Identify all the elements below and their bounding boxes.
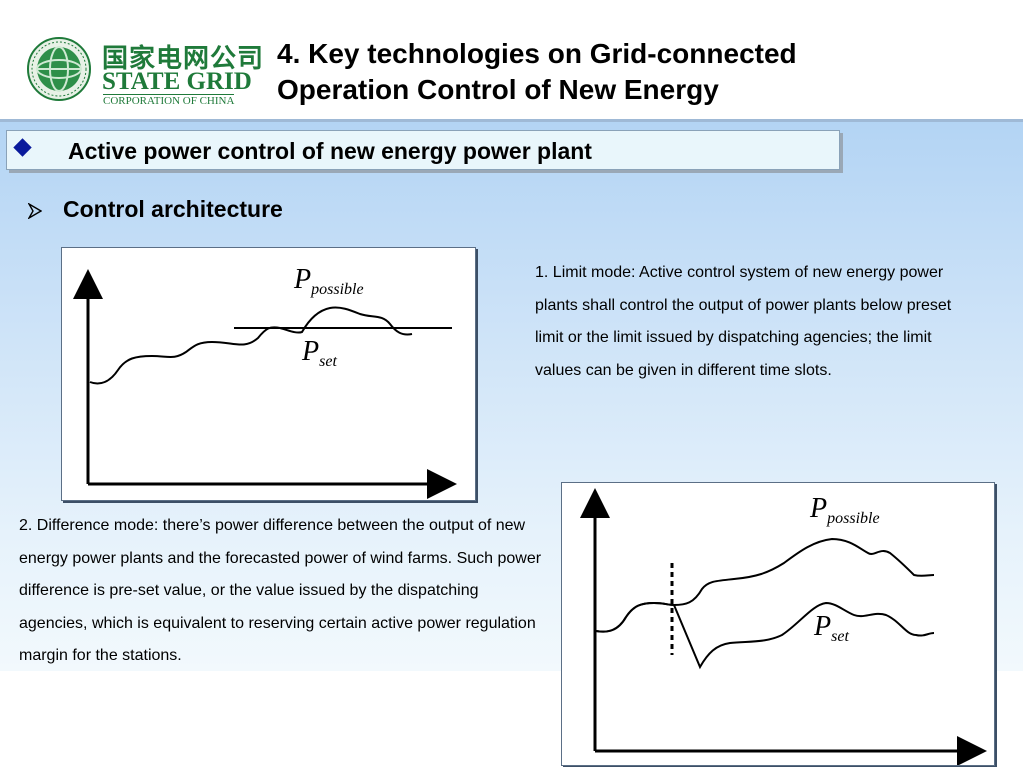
p-set-label: Pset	[813, 611, 849, 645]
p-possible-curve	[89, 306, 413, 385]
logo-subtitle: CORPORATION OF CHINA	[103, 94, 235, 107]
p-possible-curve	[595, 537, 935, 633]
limit-mode-diagram: Ppossible Pset	[61, 247, 476, 501]
logo-chinese-text: 国家电网公司	[102, 44, 265, 74]
difference-mode-diagram: Ppossible Pset	[561, 482, 995, 766]
page-title-line-2: Operation Control of New Energy	[277, 74, 719, 105]
state-grid-logo: 国家电网公司 STATE GRID CORPORATION OF CHINA	[26, 36, 265, 108]
logo-english-text: STATE GRID	[102, 68, 252, 95]
globe-icon	[27, 37, 91, 101]
section-banner-text: Active power control of new energy power…	[68, 138, 592, 164]
p-possible-label: Ppossible	[809, 493, 880, 527]
page-title: 4. Key technologies on Grid-connected Op…	[277, 36, 977, 108]
diamond-bullet-icon	[13, 138, 32, 157]
subheading: Control architecture	[63, 196, 283, 222]
arrow-bullet-icon	[28, 203, 42, 219]
p-possible-label: Ppossible	[293, 264, 364, 298]
difference-mode-description: 2. Difference mode: there’s power differ…	[19, 517, 542, 664]
p-set-label: Pset	[301, 336, 337, 370]
header-divider	[0, 119, 1023, 122]
section-banner: Active power control of new energy power…	[6, 130, 840, 170]
page-title-line-1: 4. Key technologies on Grid-connected	[277, 38, 797, 69]
limit-mode-description: 1. Limit mode: Active control system of …	[535, 264, 952, 379]
p-set-curve	[595, 601, 935, 670]
